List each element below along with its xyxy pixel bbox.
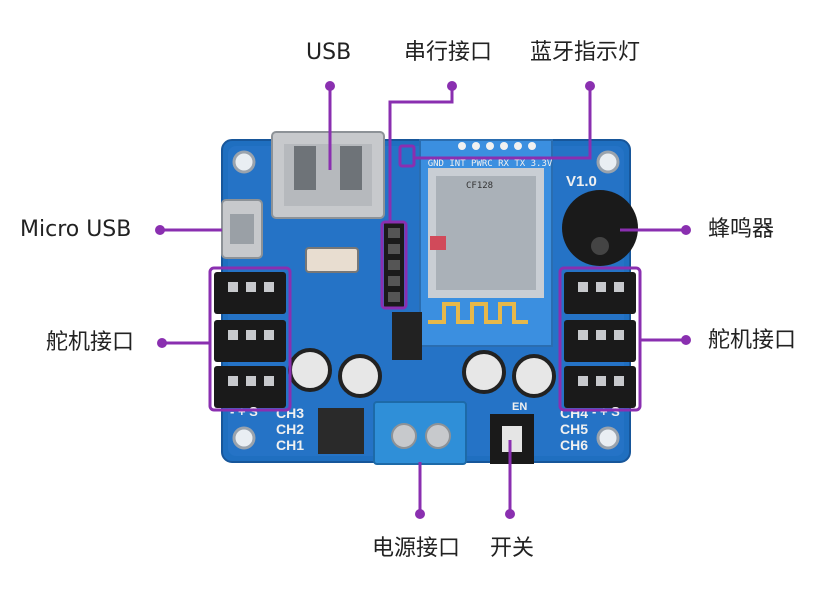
en-text: EN	[512, 401, 527, 413]
mounting-holes	[232, 150, 620, 450]
module-chip-text: CF128	[466, 181, 493, 191]
mosfet-chip	[318, 408, 364, 454]
serial-highlight	[380, 220, 408, 310]
reset-button	[305, 247, 359, 273]
bluetooth-module	[419, 139, 553, 347]
label-power-port: 电源接口	[372, 536, 461, 561]
driver-chip	[392, 312, 422, 360]
callout-lines	[160, 86, 686, 514]
bt-line	[414, 86, 592, 160]
capacitors	[288, 348, 556, 398]
label-buzzer: 蜂鸣器	[708, 217, 775, 242]
label-switch: 开关	[490, 536, 535, 561]
ch-right-1: CH4	[560, 405, 588, 421]
ch-left-3: CH1	[276, 437, 304, 453]
module-pin-text: GND INT PWRC RX TX 3.3V	[428, 159, 553, 169]
servo-left-highlight	[208, 266, 292, 412]
label-bt-indicator: 蓝牙指示灯	[530, 40, 641, 65]
label-servo-left: 舵机接口	[46, 330, 135, 355]
callout-dots	[155, 81, 691, 519]
label-usb: USB	[306, 40, 352, 65]
connector-pins	[228, 282, 624, 386]
label-servo-right: 舵机接口	[708, 328, 797, 353]
power-switch	[490, 414, 534, 464]
serial-header	[384, 222, 404, 308]
ch-left-2: CH2	[276, 421, 304, 437]
power-terminal	[373, 401, 467, 465]
serial-line	[388, 86, 454, 222]
usb-port	[271, 131, 385, 219]
led-highlight	[398, 144, 416, 168]
ch-right-3: CH6	[560, 437, 588, 453]
buzzer	[562, 190, 638, 266]
ch-right-2: CH5	[560, 421, 588, 437]
version-text: V1.0	[566, 173, 597, 190]
micro-usb-port	[221, 199, 263, 259]
label-micro-usb: Micro USB	[20, 217, 132, 242]
label-serial-port: 串行接口	[404, 40, 493, 65]
